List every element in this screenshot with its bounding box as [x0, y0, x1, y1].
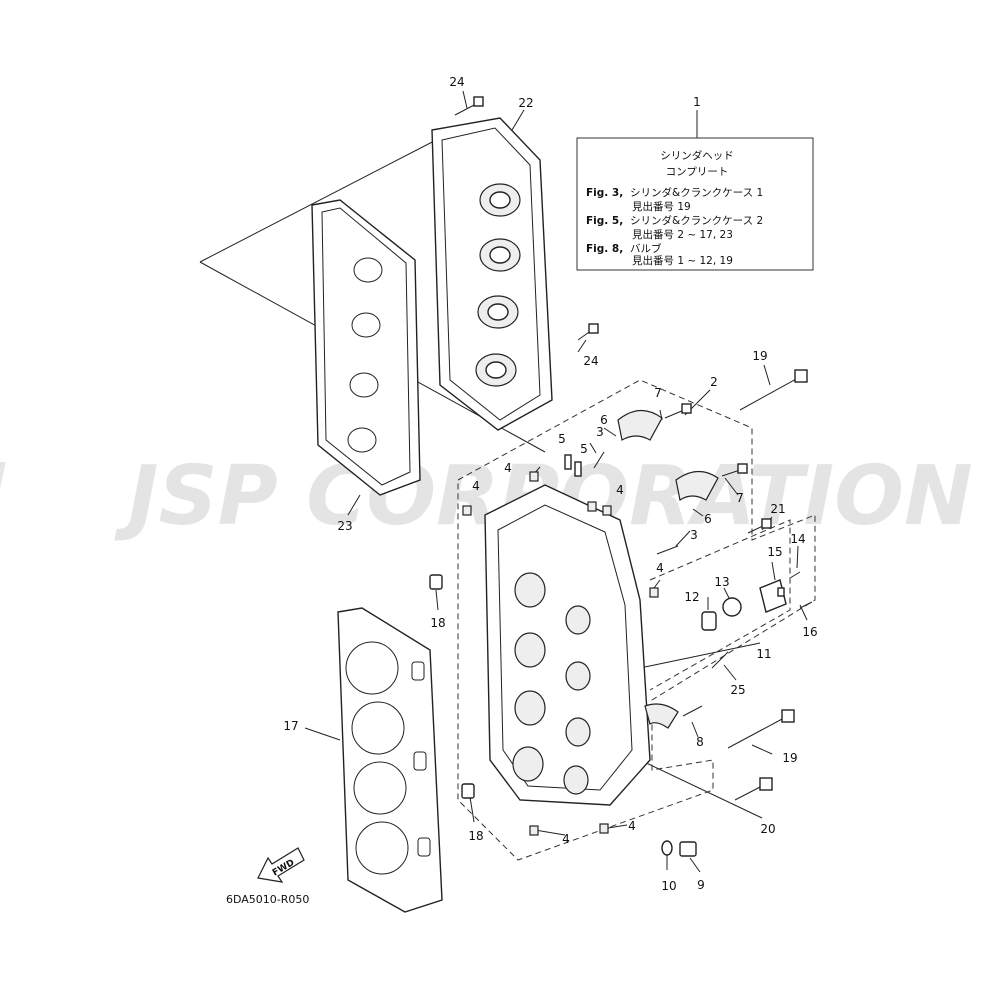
callout-10: 10 [661, 879, 676, 893]
bolt-19-top [739, 369, 808, 411]
callout-numbers: 1 2 3 3 4 4 4 4 4 4 5 5 6 6 7 7 8 9 10 1… [283, 75, 817, 893]
callout-19-upper: 19 [752, 349, 767, 363]
washer-10 [661, 840, 673, 856]
drain-bolt-9 [679, 841, 697, 857]
callout-5-a: 5 [558, 432, 566, 446]
callout-23: 23 [337, 519, 352, 533]
callout-6-upper: 6 [600, 413, 608, 427]
info-ref3-text: バルブ [630, 242, 662, 255]
callout-7-lower: 7 [736, 491, 744, 505]
bolt-7-upper [664, 403, 692, 419]
pins-3-5 [564, 451, 679, 555]
thermostat-group [701, 571, 813, 669]
cover-gasket [311, 199, 421, 496]
callout-21: 21 [770, 502, 785, 516]
bolt-7-lower [721, 463, 748, 477]
info-box: シリンダヘッド コンプリート Fig. 3, シリンダ&クランクケース 1 見出… [576, 137, 814, 271]
info-ref2-text: シリンダ&クランクケース 2 [630, 214, 763, 227]
dashed-assembly-outline [457, 379, 816, 861]
callout-2: 2 [710, 375, 718, 389]
callout-4-d: 4 [656, 561, 664, 575]
bracket-6-upper [617, 409, 663, 441]
callout-8: 8 [696, 735, 704, 749]
callout-6-lower: 6 [704, 512, 712, 526]
drawing-code: 6DA5010-R050 [226, 893, 309, 906]
info-ref2-sub: 見出番号 2 ~ 17, 23 [632, 228, 733, 241]
dowels-18 [429, 574, 475, 799]
cylinder-head [484, 484, 651, 806]
callout-11: 11 [756, 647, 771, 661]
bolt-24-mid [577, 323, 599, 341]
callout-18-upper: 18 [430, 616, 445, 630]
callout-12: 12 [684, 590, 699, 604]
callout-4-f: 4 [628, 819, 636, 833]
head-gasket [337, 607, 443, 913]
callout-24-lower: 24 [583, 354, 598, 368]
bolt-19-bottom [727, 709, 795, 749]
plugs-4 [462, 471, 659, 836]
callout-3-upper: 3 [596, 425, 604, 439]
callout-19-lower: 19 [782, 751, 797, 765]
info-ref3-sub: 見出番号 1 ~ 12, 19 [632, 254, 733, 267]
callout-4-b: 4 [472, 479, 480, 493]
bracket-6-lower [675, 470, 719, 501]
callout-16: 16 [802, 625, 817, 639]
bolt-24-top [454, 96, 484, 116]
callout-5-b: 5 [580, 442, 588, 456]
info-ref1-text: シリンダ&クランクケース 1 [630, 186, 763, 199]
callout-20: 20 [760, 822, 775, 836]
info-ref2-fig: Fig. 5, [586, 215, 623, 227]
bolt-20 [734, 777, 773, 801]
cylinder-head-cover [431, 117, 553, 431]
callout-18-lower: 18 [468, 829, 483, 843]
info-ref1-sub: 見出番号 19 [632, 200, 691, 213]
info-title-line2: コンプリート [666, 166, 729, 178]
callout-9: 9 [697, 878, 705, 892]
fwd-arrow: FWD [257, 847, 305, 883]
callout-13: 13 [714, 575, 729, 589]
callout-15: 15 [767, 545, 782, 559]
callout-25: 25 [730, 683, 745, 697]
callout-1: 1 [693, 95, 701, 109]
info-ref3-fig: Fig. 8, [586, 243, 623, 255]
bracket-8 [644, 703, 703, 729]
callout-22: 22 [518, 96, 533, 110]
callout-14: 14 [790, 532, 805, 546]
callout-17: 17 [283, 719, 298, 733]
callout-4-c: 4 [616, 483, 624, 497]
callout-24-upper: 24 [449, 75, 464, 89]
bolt-21 [747, 518, 772, 534]
info-title-line1: シリンダヘッド [660, 149, 734, 162]
callout-3-lower: 3 [690, 528, 698, 542]
callout-7-upper: 7 [654, 386, 662, 400]
callout-4-e: 4 [562, 832, 570, 846]
callout-4-a: 4 [504, 461, 512, 475]
info-ref1-fig: Fig. 3, [586, 187, 623, 199]
